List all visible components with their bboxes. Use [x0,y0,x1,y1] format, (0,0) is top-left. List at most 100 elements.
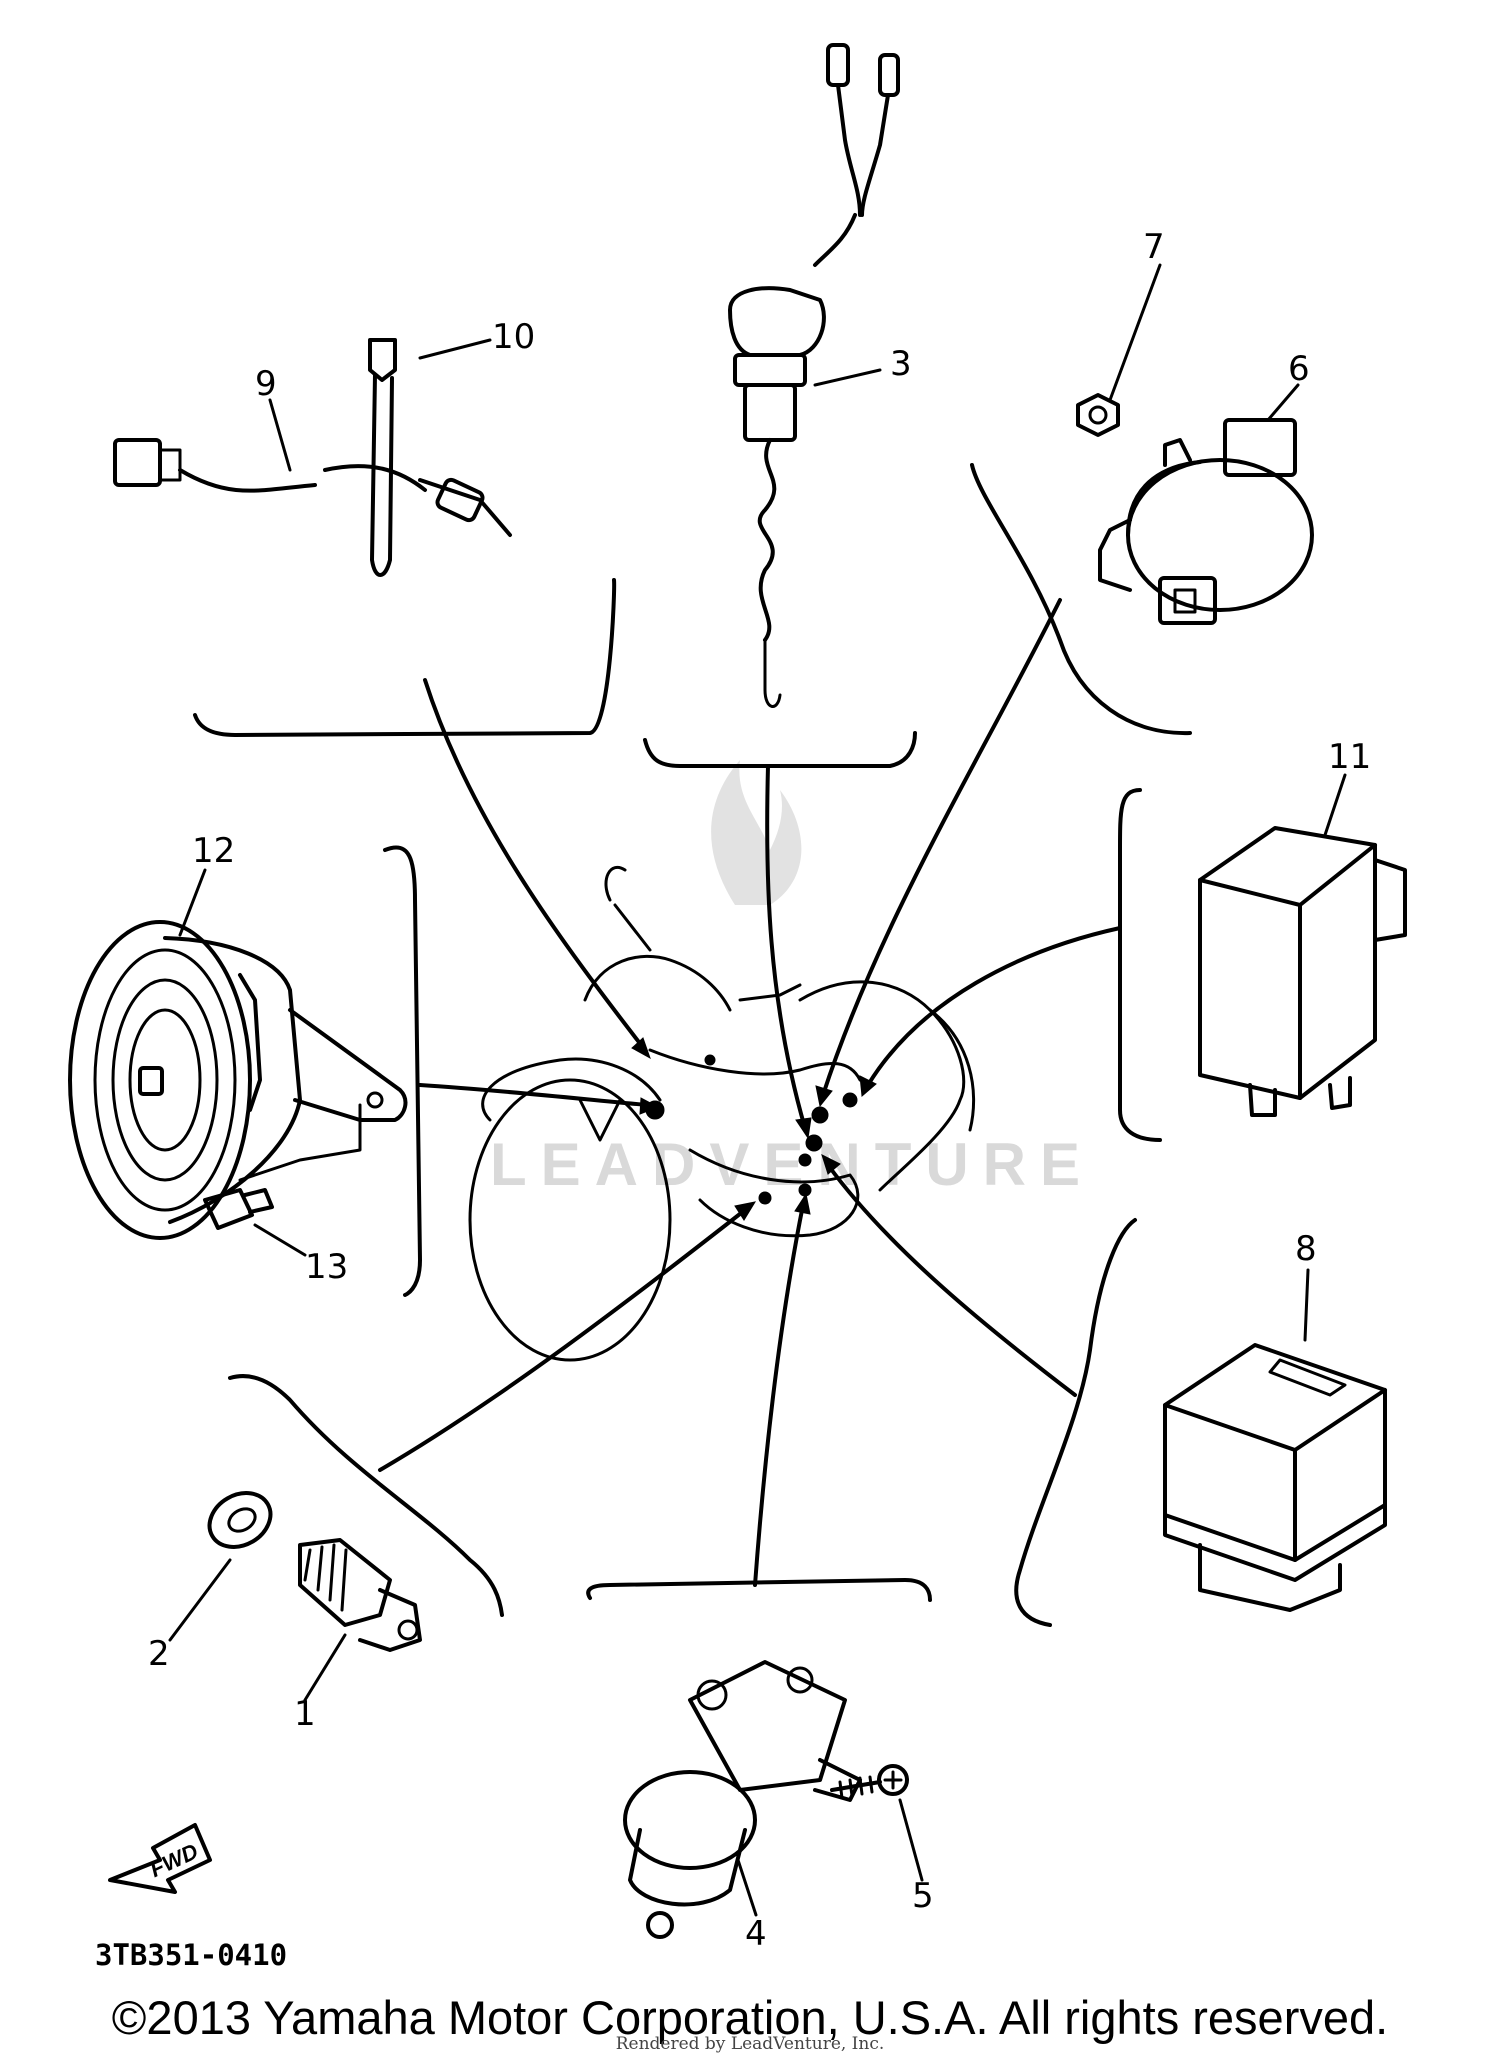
leader-10 [418,338,492,360]
nut-hex [1076,393,1120,437]
coil-spring [757,438,777,642]
connector-housing [158,448,182,482]
switch-thread [743,383,797,442]
mount-point-relay-b [811,1106,829,1124]
wire-sleeve [813,213,857,267]
switch-body [418,478,512,537]
switch-threaded-body [298,1538,392,1627]
horn-inner-ring-a [93,948,237,1212]
bracket-group-8 [1014,1218,1137,1627]
bolt-leader [238,1103,362,1182]
callout-13: 13 [305,1247,348,1287]
part-1-thermo-switch [298,1538,422,1652]
callout-leaders [168,263,1347,1917]
switch-lower-body [628,1828,747,1907]
leader-8 [1303,1268,1310,1342]
callout-1-label: 1 [294,1694,316,1734]
part-9-switch-lead [113,438,512,537]
leader-5 [898,1798,924,1882]
part-11-relay-box [1198,826,1407,1117]
part-2-washer [207,1491,273,1549]
mount-point-relay-c [842,1092,858,1108]
switch-hex [733,353,807,387]
relay-body [1126,458,1314,612]
part-6-starter-relay [1098,418,1314,625]
screw-threads [838,1775,874,1800]
arrowhead-group-3 [795,1117,812,1140]
washer-outer [207,1491,273,1549]
rear-frame-outline [928,1008,976,1132]
switch-side-tab [813,1758,862,1802]
switch-cylinder [623,1770,757,1870]
part-8-relay [1163,1343,1387,1612]
tank-outline [583,954,732,1012]
connector-plug [113,438,162,487]
part-7-nut [1076,393,1120,437]
arrowhead-group-4-5 [794,1192,811,1215]
handlebar-outline [738,983,802,1002]
box-mount-tab-a [1248,1083,1277,1117]
leader-group-11 [866,926,1122,1087]
bracket-group-3 [643,731,917,768]
relay-coupler-slot [1173,588,1197,614]
relay-terminal [1163,438,1192,467]
watermark-flame-icon [711,760,802,905]
horn-center-nut [138,1066,164,1096]
bracket-group-12-13 [383,845,422,1297]
arrowhead-group-12-13 [639,1097,660,1115]
horn-inner-ring-b [111,978,219,1182]
horn-outer-rim [68,920,252,1240]
leader-group-6-7 [821,598,1062,1097]
switch-hex-end [358,1588,422,1652]
box-mount-tab-b [1328,1076,1352,1110]
motorcycle-frame-outline [468,866,976,1362]
leadventure-watermark: LEADVENTURE [490,760,1080,1198]
engine-outline [688,1148,860,1238]
leader-6 [1266,383,1300,422]
relay-base [1163,1503,1387,1582]
leader-7 [1108,263,1162,402]
callout-6: 6 [1288,349,1310,389]
bracket-group-4-5 [586,1578,932,1602]
relay-outline [1163,1343,1387,1562]
horn-inner-ring-c [128,1008,202,1152]
fwd-arrow-icon [108,1823,212,1894]
leader-arrows [378,598,1122,1587]
bracket-group-6-7 [970,463,1192,736]
lead-wire-a [178,468,317,493]
callout-4: 4 [745,1914,767,1954]
callout-7: 7 [1143,227,1165,267]
relay-label-slot [1268,1358,1347,1397]
terminal-b [878,53,900,97]
switch-threads [303,1543,348,1612]
switch-top-housing [688,1660,847,1792]
horn-bracket-hole [366,1091,384,1109]
leader-12 [178,868,207,937]
rendered-by-notice: Rendered by LeadVenture, Inc. [615,2034,885,2054]
tie-head [368,338,397,382]
leader-group-9-10 [423,678,647,1052]
screw-head [877,1764,909,1796]
mount-point-switch [798,1153,812,1167]
callout-3: 3 [890,344,912,384]
callout-9: 9 [255,364,277,404]
box-top-edge [1198,843,1377,907]
callout-11: 11 [1328,737,1371,777]
leader-9 [268,398,292,472]
arrowhead-group-9-10 [631,1037,651,1060]
callout-10: 10 [492,317,535,357]
mount-point-relay-a [805,1134,823,1152]
box-outline [1198,826,1377,1100]
front-fender-outline [481,1057,662,1122]
wire-b [860,93,890,217]
leader-group-8 [826,1163,1077,1397]
washer-hole [227,1507,257,1533]
leader-3 [813,368,882,387]
horn-body-back [163,936,302,1224]
switch-mount-hole-a [696,1679,728,1711]
relay-top-edge [1163,1388,1387,1452]
part-4-main-switch [623,1660,862,1939]
leader-group-1-2 [378,1208,747,1472]
leader-11 [1323,773,1347,837]
